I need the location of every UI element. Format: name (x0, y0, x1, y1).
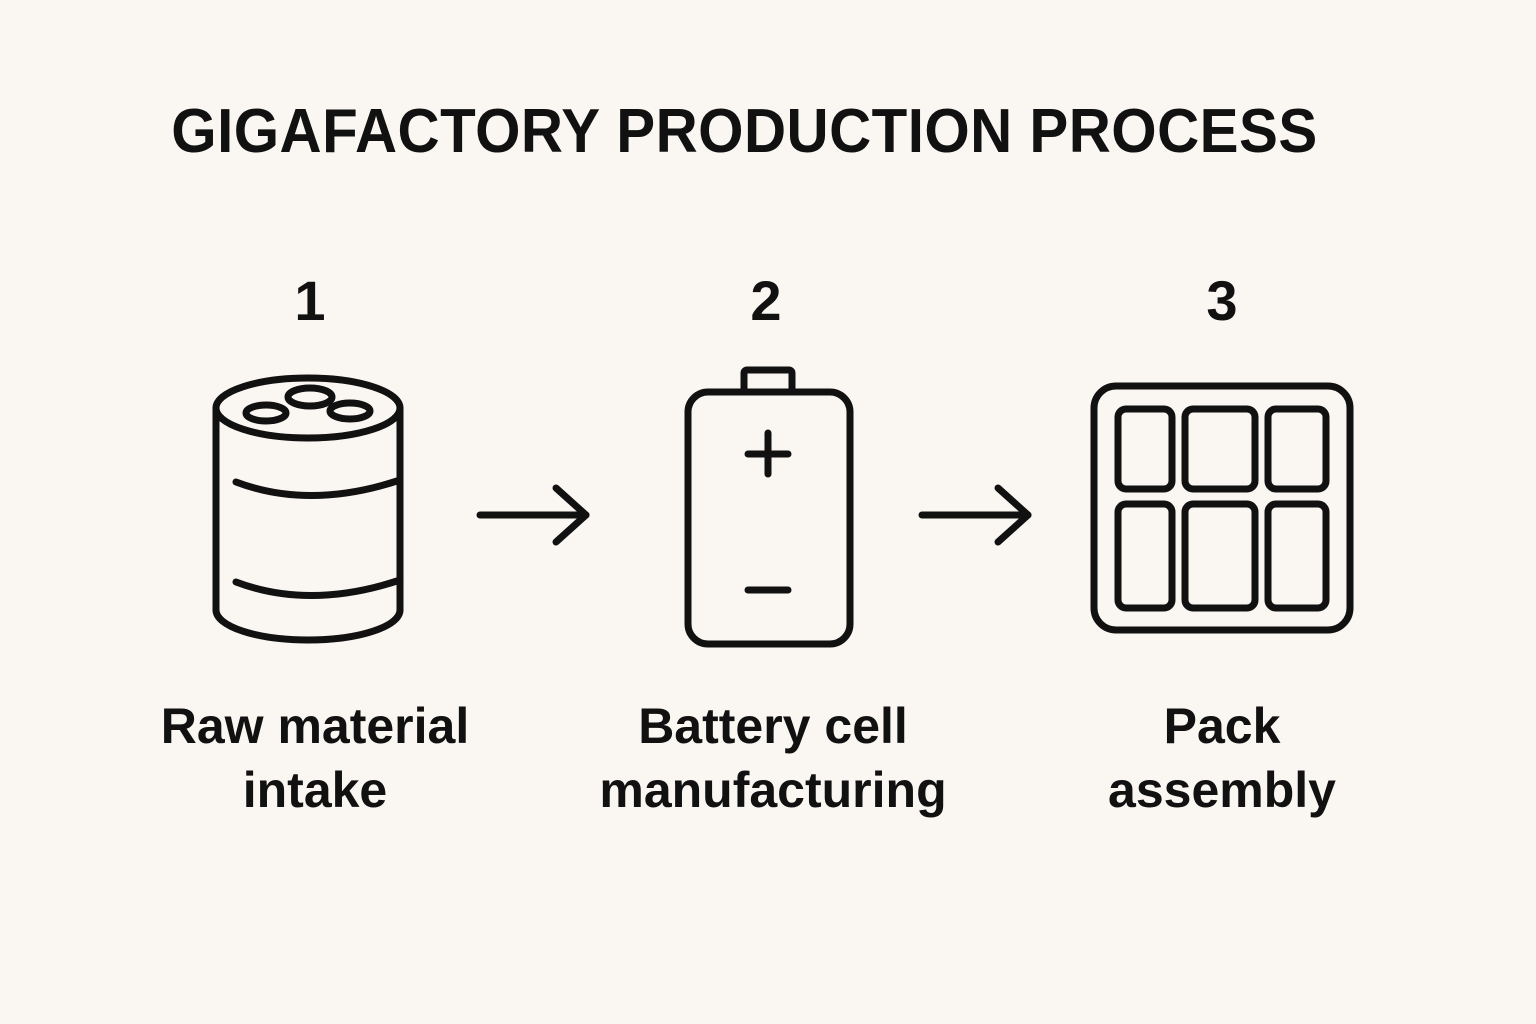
battery-cell-icon (684, 366, 854, 648)
page-title: GIGAFACTORY PRODUCTION PROCESS (171, 97, 1318, 166)
arrow-right-icon (476, 484, 590, 546)
step-3-label-line1: Pack (1163, 698, 1281, 754)
step-2-label: Battery cell manufacturing (563, 694, 983, 822)
step-2-label-line1: Battery cell (638, 698, 908, 754)
battery-pack-icon (1090, 382, 1354, 634)
step-1-number: 1 (294, 269, 326, 332)
step-1-label-line2: intake (242, 762, 388, 818)
step-1-label-line1: Raw material (160, 698, 470, 754)
step-2-number: 2 (750, 269, 782, 332)
step-1-label: Raw material intake (105, 694, 525, 822)
step-3-label: Pack assembly (1012, 694, 1432, 822)
arrow-right-icon (918, 484, 1032, 546)
step-3-label-line2: assembly (1108, 762, 1336, 818)
step-3-number: 3 (1206, 269, 1238, 332)
step-2-label-line2: manufacturing (599, 762, 947, 818)
raw-material-drum-icon (212, 374, 404, 644)
